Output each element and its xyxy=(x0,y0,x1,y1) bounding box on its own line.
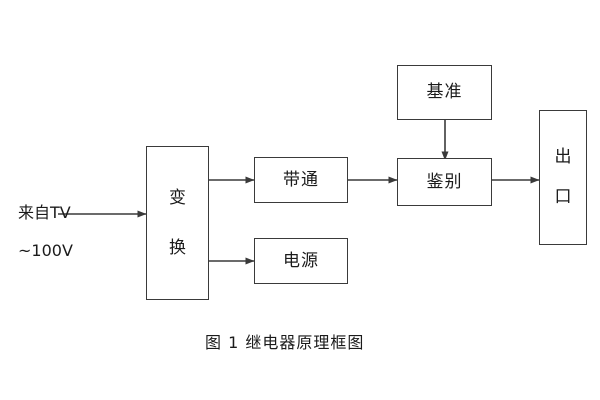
block-transform-char2: 换 xyxy=(169,237,186,258)
block-transform[interactable]: 变 换 xyxy=(146,146,209,300)
block-bandpass[interactable]: 带通 xyxy=(254,157,348,203)
block-reference-label: 基准 xyxy=(426,82,463,103)
block-discriminate-label: 鉴别 xyxy=(426,171,463,192)
block-output-char2: 口 xyxy=(554,187,572,208)
block-power-supply[interactable]: 电源 xyxy=(254,238,348,284)
block-discriminate[interactable]: 鉴别 xyxy=(397,158,492,206)
block-output-char1: 出 xyxy=(554,146,572,167)
block-output[interactable]: 出 口 xyxy=(539,110,587,245)
block-power-supply-label: 电源 xyxy=(283,250,319,271)
block-reference[interactable]: 基准 xyxy=(397,65,492,120)
source-label-line2: ~100V xyxy=(18,241,73,260)
source-label-line1: 来自TV xyxy=(18,203,71,222)
figure-caption: 图 1 继电器原理框图 xyxy=(205,333,365,352)
block-transform-char1: 变 xyxy=(169,187,186,208)
block-bandpass-label: 带通 xyxy=(283,169,319,190)
